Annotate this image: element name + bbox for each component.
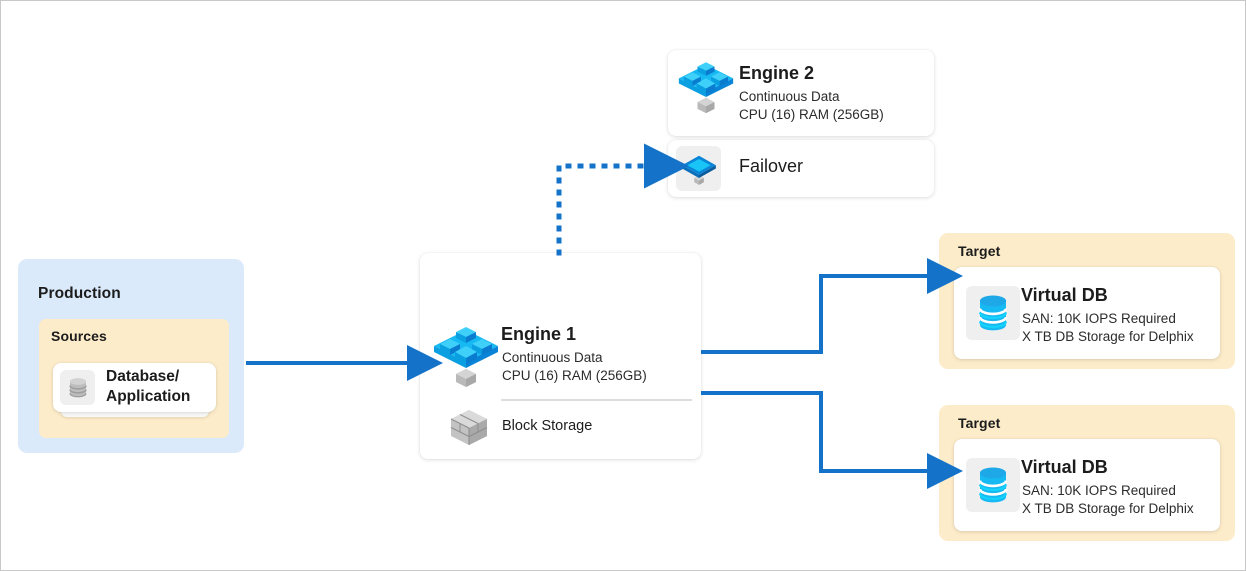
engine1-divider	[501, 399, 692, 401]
sources-title: Sources	[51, 328, 107, 344]
virtual-db-line1-1: SAN: 10K IOPS Required	[1022, 311, 1176, 326]
engine1-line1: Continuous Data	[502, 350, 603, 365]
engine2-card[interactable]: Engine 2 Continuous Data CPU (16) RAM (2…	[668, 50, 934, 136]
database-cylinder-icon	[60, 370, 95, 405]
engine1-card[interactable]: Engine 1 Continuous Data CPU (16) RAM (2…	[420, 308, 701, 459]
virtual-db-card-1[interactable]: Virtual DB SAN: 10K IOPS Required X TB D…	[954, 267, 1220, 359]
block-storage-label: Block Storage	[502, 418, 593, 434]
arrow-engine1-to-target1	[701, 258, 963, 354]
failover-label: Failover	[739, 156, 804, 176]
source-card-database-application[interactable]: Database/ Application	[53, 363, 216, 412]
virtual-db-line2-1: X TB DB Storage for Delphix	[1022, 329, 1194, 344]
engine2-line2: CPU (16) RAM (256GB)	[739, 107, 884, 122]
arrow-replicate-to-failover-dotted	[556, 143, 689, 256]
engine1-line2: CPU (16) RAM (256GB)	[502, 368, 647, 383]
failover-platform-icon	[676, 146, 721, 191]
block-storage-cube-icon	[447, 408, 491, 448]
target-1-title: Target	[958, 243, 1001, 259]
virtual-db-title-2: Virtual DB	[1021, 457, 1108, 477]
virtual-db-cylinder-icon	[966, 458, 1020, 512]
failover-card[interactable]: Failover	[668, 140, 934, 197]
engine2-title: Engine 2	[739, 63, 815, 83]
production-title: Production	[38, 285, 121, 302]
source-card-label: Database/ Application	[106, 368, 191, 405]
virtual-db-card-2[interactable]: Virtual DB SAN: 10K IOPS Required X TB D…	[954, 439, 1220, 531]
arrow-engine1-to-target2	[701, 391, 963, 489]
engine-platform-icon	[430, 322, 502, 388]
virtual-db-cylinder-icon	[966, 286, 1020, 340]
virtual-db-line2-2: X TB DB Storage for Delphix	[1022, 501, 1194, 516]
engine2-line1: Continuous Data	[739, 89, 840, 104]
virtual-db-line1-2: SAN: 10K IOPS Required	[1022, 483, 1176, 498]
target-2-title: Target	[958, 415, 1001, 431]
virtual-db-title-1: Virtual DB	[1021, 285, 1108, 305]
engine-platform-icon	[675, 58, 737, 114]
engine1-title: Engine 1	[501, 324, 577, 344]
